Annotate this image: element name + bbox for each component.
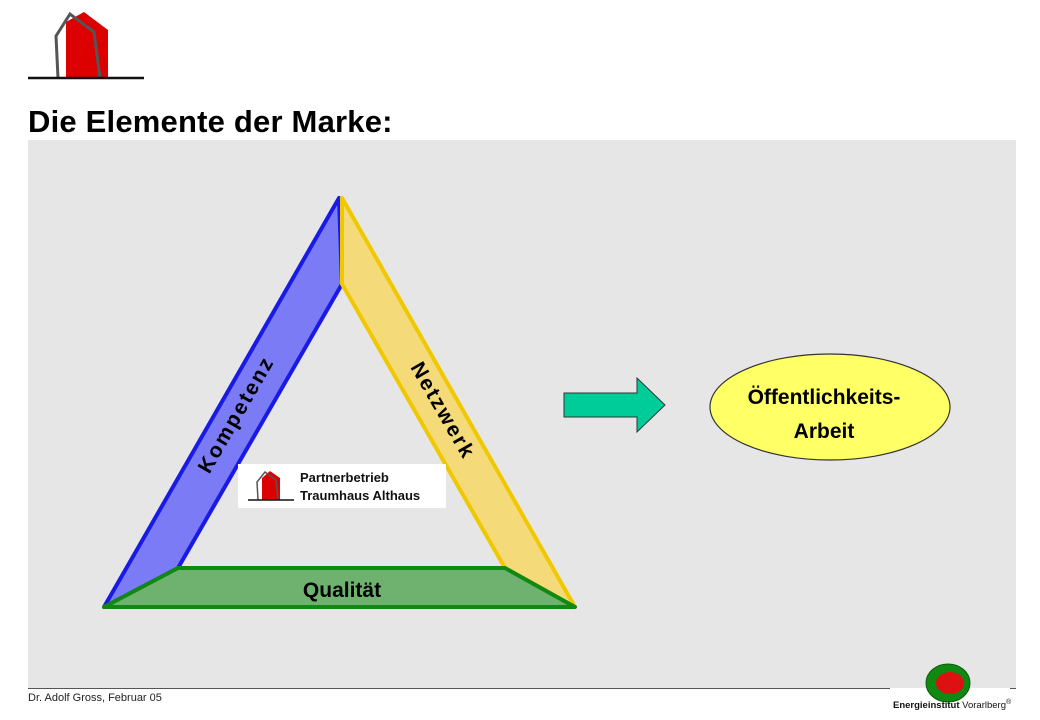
partner-logo-line1: Partnerbetrieb [300, 470, 389, 485]
netzwerk-side [340, 196, 577, 609]
partner-house-icon [248, 470, 294, 501]
qualitaet-side [102, 566, 577, 609]
result-line1: Öffentlichkeits- [748, 386, 901, 409]
footer-author-date: Dr. Adolf Gross, Februar 05 [28, 692, 162, 704]
page-title: Die Elemente der Marke: [28, 104, 393, 139]
result-line2: Arbeit [794, 420, 855, 443]
energieinstitut-logo-icon [890, 663, 1010, 703]
traumhaus-logo-icon [28, 11, 144, 80]
footer-divider [28, 688, 1016, 689]
qualitaet-label: Qualität [303, 579, 381, 602]
kompetenz-side [102, 196, 344, 609]
partner-logo: Partnerbetrieb Traumhaus Althaus [238, 464, 446, 508]
arrow-right-icon [563, 376, 666, 434]
partner-logo-line2: Traumhaus Althaus [300, 488, 420, 503]
institute-name: Energieinstitut Vorarlberg® [893, 699, 1012, 712]
oeffentlichkeitsarbeit-ellipse [709, 353, 951, 461]
